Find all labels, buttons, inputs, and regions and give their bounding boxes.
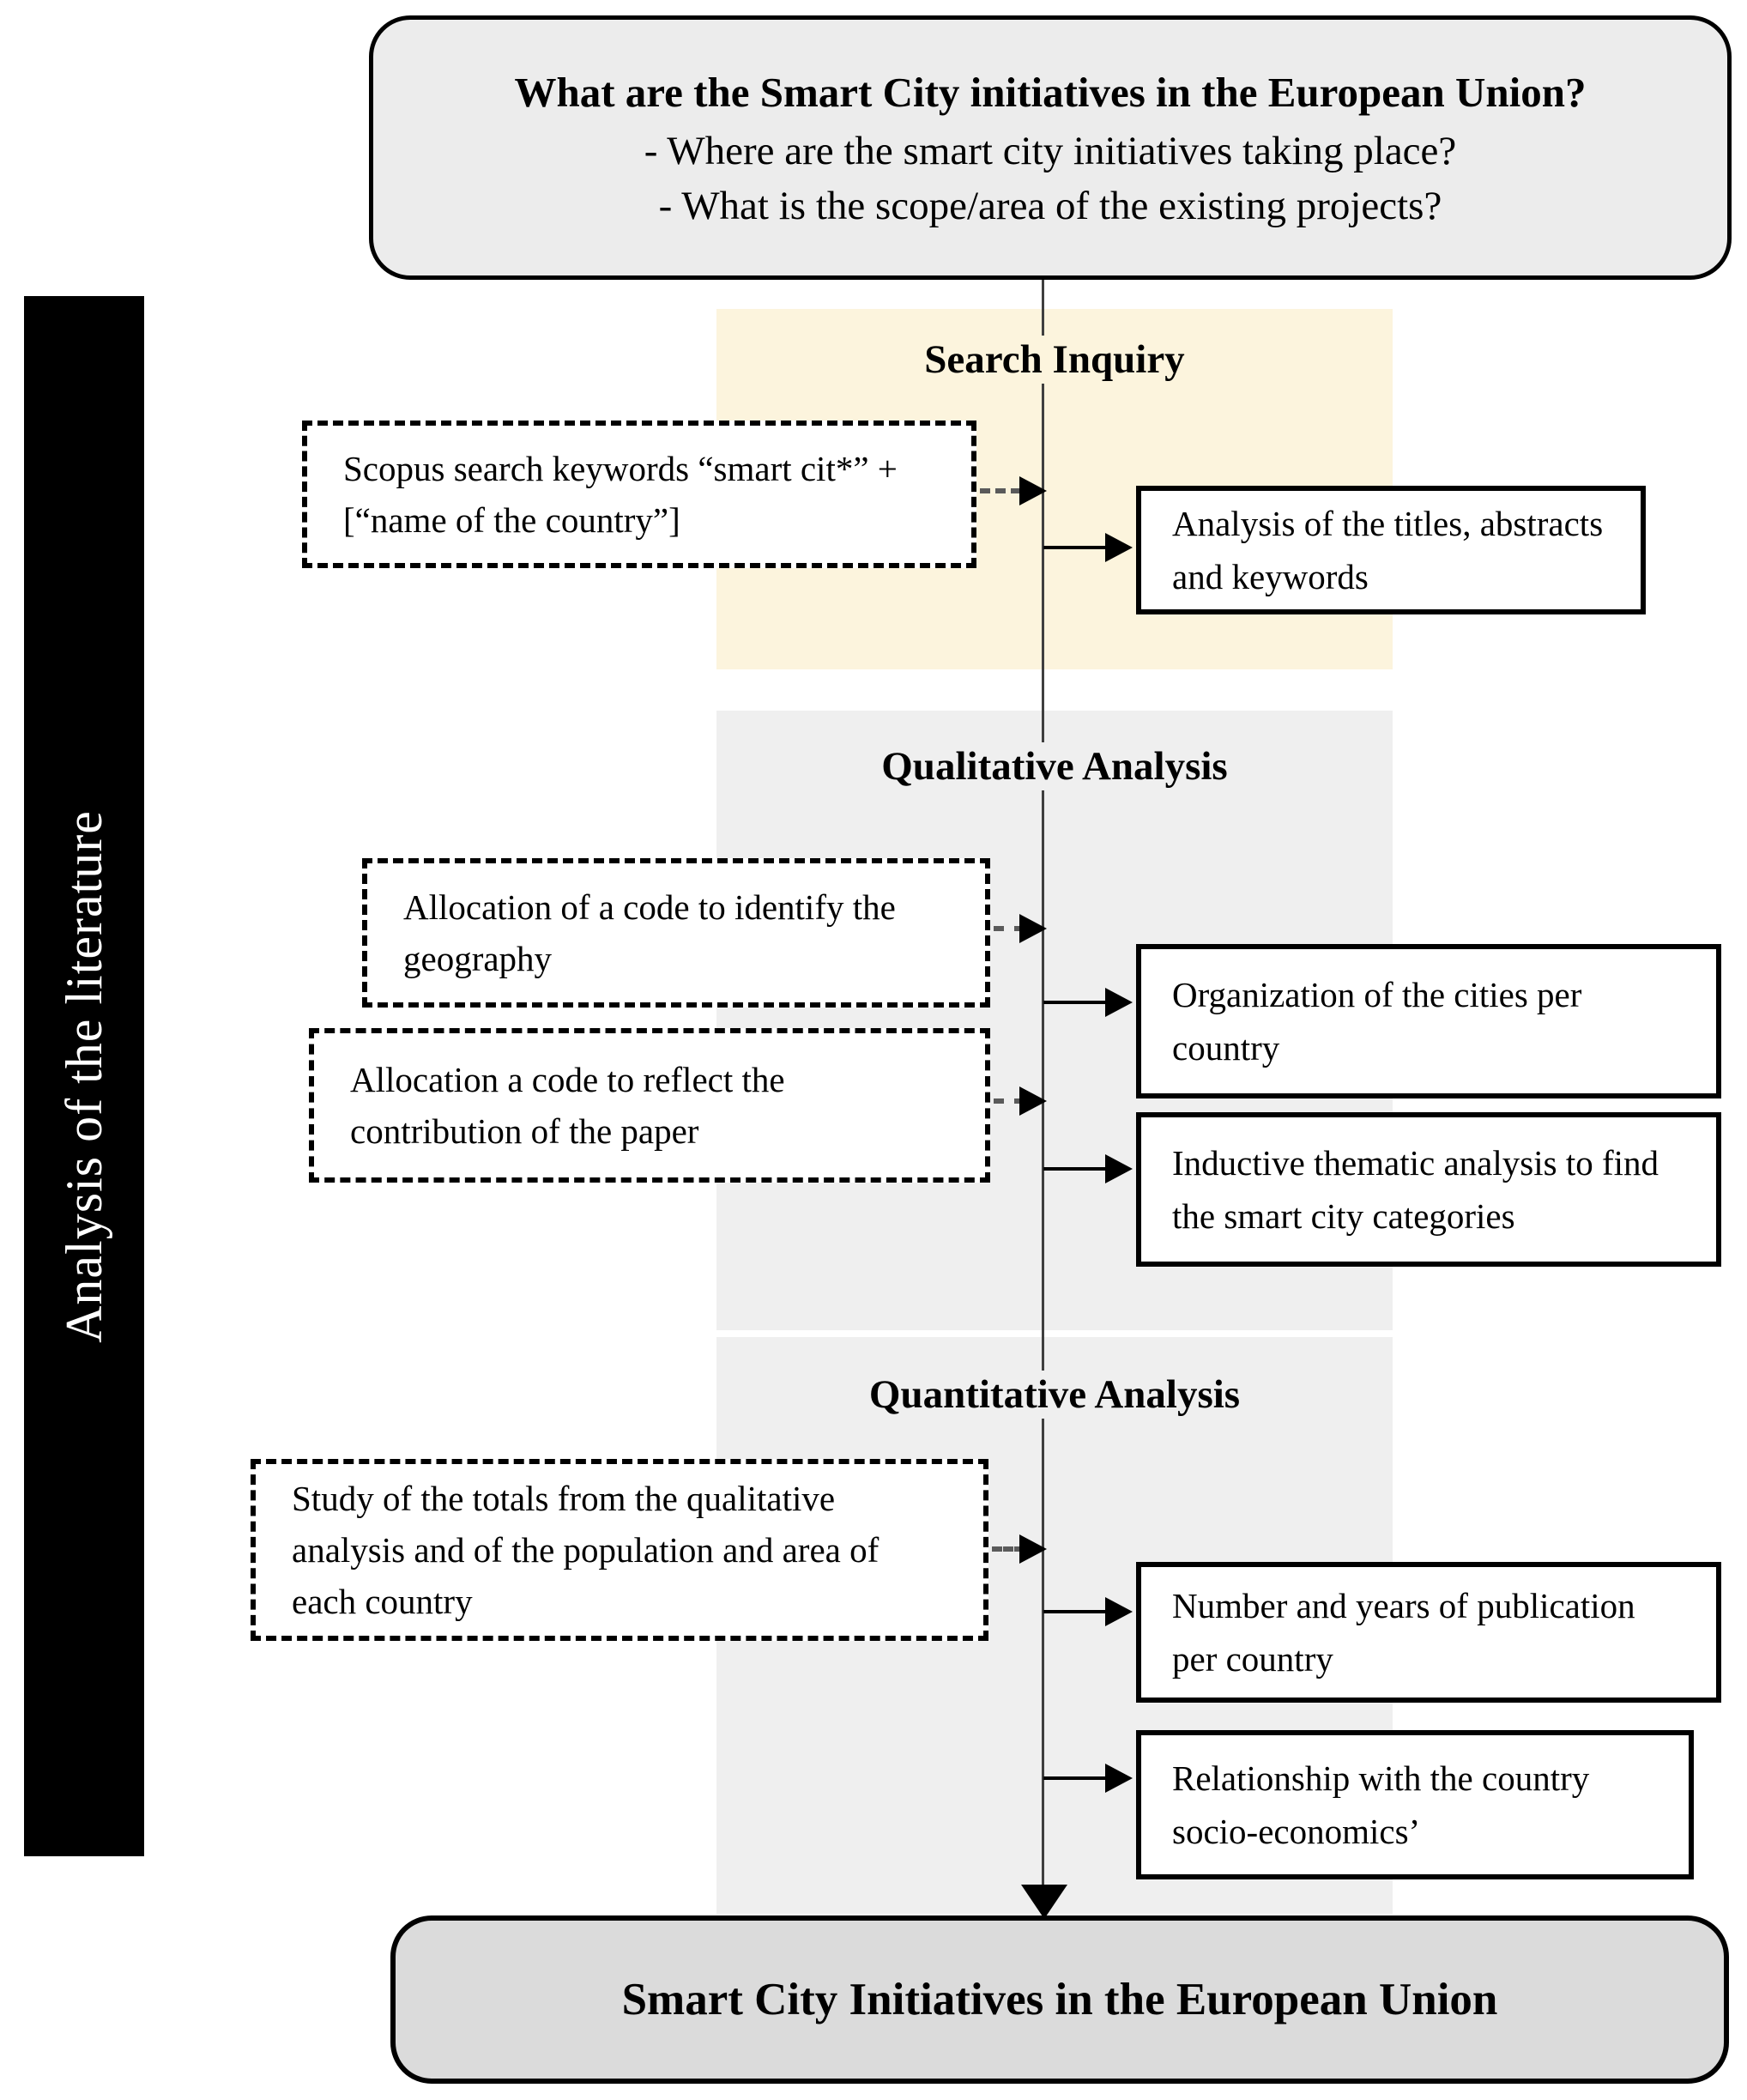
input-code-reflect-contribution: Allocation a code to reflect the contrib… bbox=[309, 1028, 990, 1183]
solid-connector bbox=[1043, 546, 1107, 549]
arrow-right-icon bbox=[1105, 1764, 1133, 1793]
output-inductive-thematic-analysis: Inductive thematic analysis to find the … bbox=[1136, 1112, 1721, 1267]
solid-connector bbox=[1043, 1776, 1107, 1780]
dashed-connector bbox=[994, 926, 1025, 931]
arrow-right-icon bbox=[1019, 1086, 1047, 1116]
arrow-right-icon bbox=[1019, 914, 1047, 943]
dashed-connector bbox=[980, 488, 1021, 493]
result-box: Smart City Initiatives in the European U… bbox=[390, 1915, 1729, 2084]
literature-analysis-sidebar: Analysis of the literature bbox=[24, 296, 144, 1856]
output-analysis-titles-abstracts-keywords: Analysis of the titles, abstracts and ke… bbox=[1136, 486, 1646, 614]
output-number-years-publication: Number and years of publication per coun… bbox=[1136, 1562, 1721, 1703]
solid-connector bbox=[1043, 1167, 1107, 1171]
arrow-right-icon bbox=[1105, 533, 1133, 562]
output-relationship-socio-economics: Relationship with the country socio-econ… bbox=[1136, 1730, 1694, 1879]
section-title-quantitative-analysis: Quantitative Analysis bbox=[716, 1371, 1393, 1419]
arrow-right-icon bbox=[1105, 1597, 1133, 1626]
arrow-right-icon bbox=[1105, 988, 1133, 1017]
output-organization-cities-per-country: Organization of the cities per country bbox=[1136, 944, 1721, 1098]
research-question-bullet-2: - What is the scope/area of the existing… bbox=[658, 184, 1442, 228]
input-study-of-totals: Study of the totals from the qualitative… bbox=[251, 1459, 988, 1641]
sidebar-label: Analysis of the literature bbox=[55, 809, 112, 1343]
arrow-right-icon bbox=[1019, 1534, 1047, 1564]
arrow-right-icon bbox=[1105, 1154, 1133, 1183]
solid-connector bbox=[1043, 1001, 1107, 1004]
research-question-title: What are the Smart City initiatives in t… bbox=[514, 69, 1587, 116]
section-title-qualitative-analysis: Qualitative Analysis bbox=[716, 742, 1393, 790]
input-scopus-search-keywords: Scopus search keywords “smart cit*” + [“… bbox=[302, 421, 976, 568]
section-title-search-inquiry: Search Inquiry bbox=[716, 336, 1393, 384]
research-question-box: What are the Smart City initiatives in t… bbox=[369, 15, 1732, 280]
research-question-bullet-1: - Where are the smart city initiatives t… bbox=[644, 129, 1457, 173]
input-code-identify-geography: Allocation of a code to identify the geo… bbox=[362, 858, 990, 1008]
dashed-connector bbox=[992, 1546, 1025, 1552]
flow-spine-line bbox=[1042, 279, 1044, 1891]
solid-connector bbox=[1043, 1610, 1107, 1613]
result-title: Smart City Initiatives in the European U… bbox=[621, 1975, 1498, 2024]
dashed-connector bbox=[994, 1098, 1025, 1104]
arrow-right-icon bbox=[1019, 476, 1047, 505]
arrow-down-icon bbox=[1021, 1885, 1067, 1919]
